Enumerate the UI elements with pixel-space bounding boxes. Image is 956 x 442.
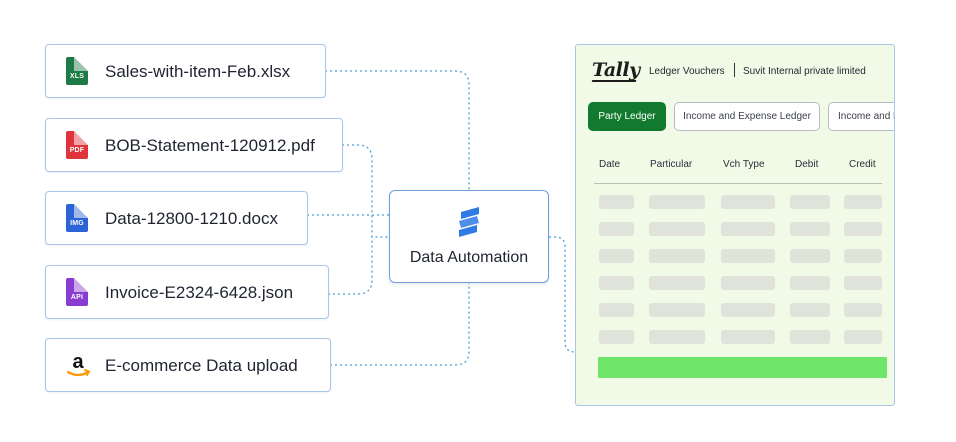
api-file-icon: API [66,278,88,306]
page-fold [74,57,88,71]
placeholder-cell [844,222,882,236]
page-fold [74,204,88,218]
tally-ledger-panel: Tally Ledger Vouchers Suvit Internal pri… [575,44,895,406]
amazon-icon: a [66,351,91,377]
placeholder-cell [844,195,882,209]
tab-income-expense-truncated[interactable]: Income and E [828,102,894,131]
column-header-debit: Debit [795,159,819,170]
placeholder-cell [790,330,830,344]
placeholder-cell [599,330,634,344]
img-file-icon: IMG [66,204,88,232]
placeholder-cell [844,276,882,290]
pdf-file-icon: PDF [66,131,88,159]
connector-line-xlsx [325,70,470,190]
highlighted-row [598,357,887,378]
file-type-tag: API [70,294,84,301]
placeholder-cell [721,330,775,344]
placeholder-cell [721,276,775,290]
source-label: Sales-with-item-Feb.xlsx [105,62,291,81]
header-divider [594,183,882,184]
placeholder-cell [790,249,830,263]
tally-logo-underline [591,80,637,82]
placeholder-cell [599,276,634,290]
tab-income-expense-ledger[interactable]: Income and Expense Ledger [674,102,820,131]
placeholder-cell [721,303,775,317]
source-card-ecommerce[interactable]: a E-commerce Data upload [45,338,331,392]
placeholder-cell [649,276,705,290]
data-automation-node[interactable]: Data Automation [389,190,549,283]
column-header-particular: Particular [650,159,693,170]
placeholder-cell [599,249,634,263]
column-header-credit: Credit [849,159,876,170]
placeholder-cell [721,222,775,236]
file-type-tag: PDF [69,147,85,154]
page-fold [74,278,88,292]
column-header-vch-type: Vch Type [723,159,765,170]
data-automation-label: Data Automation [409,249,529,266]
placeholder-cell [599,222,634,236]
placeholder-cell [790,195,830,209]
source-label: Invoice-E2324-6428.json [105,283,294,302]
connector-line-ecommerce [330,283,470,366]
source-card-xlsx[interactable]: XLS Sales-with-item-Feb.xlsx [45,44,326,98]
automation-logo-icon [459,207,479,237]
source-card-json[interactable]: API Invoice-E2324-6428.json [45,265,329,319]
placeholder-cell [790,303,830,317]
placeholder-cell [649,249,705,263]
placeholder-cell [844,249,882,263]
placeholder-cell [649,222,705,236]
title-divider [734,63,735,77]
connector-line-pdf [342,144,389,238]
placeholder-cell [599,303,634,317]
placeholder-cell [721,195,775,209]
file-type-tag: XLS [69,73,85,80]
placeholder-cell [649,303,705,317]
source-label: BOB-Statement-120912.pdf [105,136,315,155]
connector-line-ledger [549,236,597,353]
file-type-tag: IMG [70,220,84,227]
tally-logo: Tally [592,59,640,81]
placeholder-cell [599,195,634,209]
xls-file-icon: XLS [66,57,88,85]
source-card-pdf[interactable]: PDF BOB-Statement-120912.pdf [45,118,343,172]
placeholder-cell [649,195,705,209]
placeholder-cell [649,330,705,344]
connector-line-json [328,237,373,295]
placeholder-cell [790,276,830,290]
column-header-date: Date [599,159,621,170]
source-label: Data-12800-1210.docx [105,209,278,228]
source-card-docx[interactable]: IMG Data-12800-1210.docx [45,191,308,245]
placeholder-cell [844,303,882,317]
placeholder-cell [790,222,830,236]
placeholder-cell [844,330,882,344]
tab-party-ledger[interactable]: Party Ledger [588,102,666,131]
placeholder-cell [721,249,775,263]
ledger-title: Ledger Vouchers [649,66,725,77]
svg-text:a: a [72,351,84,373]
page-fold [74,131,88,145]
company-name: Suvit Internal private limited [743,66,866,77]
source-label: E-commerce Data upload [105,356,298,375]
